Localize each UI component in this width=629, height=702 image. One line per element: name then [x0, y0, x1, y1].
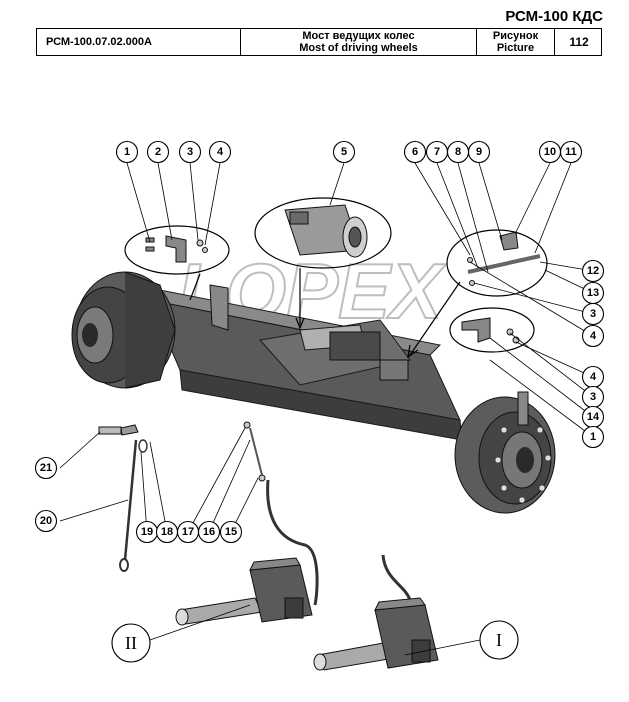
picture-label-en: Picture — [496, 42, 535, 54]
callout-3-right-label: 3 — [590, 308, 596, 320]
picture-number: 112 — [569, 35, 589, 49]
part-code: РСМ-100.07.02.000А — [37, 29, 241, 55]
left-wheel-hub — [71, 271, 176, 389]
callout-4-label: 4 — [217, 146, 224, 158]
brake-cylinder-ii — [175, 557, 313, 626]
washer-part — [138, 439, 148, 453]
callout-1-right — [581, 425, 605, 449]
part-name-en: Most of driving wheels — [299, 42, 418, 54]
view-marker-i — [479, 620, 519, 660]
right-bracket — [517, 391, 529, 426]
callout-5 — [332, 140, 356, 164]
callout-7-label: 7 — [434, 146, 440, 158]
callout-17-label: 17 — [182, 526, 194, 538]
rod-part — [123, 439, 138, 561]
callout-11 — [559, 140, 583, 164]
callout-6-label: 6 — [412, 146, 418, 158]
callout-12-label: 12 — [587, 265, 599, 277]
view-marker-i-label: I — [496, 630, 502, 650]
brake-cylinder-i — [313, 597, 439, 671]
callouts — [34, 140, 605, 663]
left-bracket — [209, 284, 229, 331]
clip-parts — [243, 421, 266, 482]
part-name-ru: Мост ведущих колес — [302, 30, 415, 42]
picture-label: Рисунок Picture — [477, 29, 555, 55]
callout-15 — [219, 520, 243, 544]
callout-3-right — [581, 302, 605, 326]
callout-14-label: 14 — [587, 411, 600, 423]
detail-bubble-linkage — [446, 229, 548, 297]
right-wheel-hub — [454, 396, 556, 514]
callout-2 — [146, 140, 170, 164]
callout-11-label: 11 — [565, 146, 577, 158]
callout-19-label: 19 — [141, 526, 153, 538]
picture-label-ru: Рисунок — [492, 30, 539, 42]
callout-1 — [115, 140, 139, 164]
document-brand: РСМ-100 КДС — [505, 8, 603, 25]
callout-3-label: 3 — [187, 146, 193, 158]
callout-1-right-label: 1 — [590, 431, 596, 443]
callout-13-label: 13 — [587, 287, 599, 299]
callout-20 — [34, 509, 58, 533]
bubble-pointer-lines — [189, 268, 461, 359]
callout-6 — [403, 140, 427, 164]
callout-16-label: 16 — [203, 526, 215, 538]
callout-1-label: 1 — [124, 146, 130, 158]
callout-2-label: 2 — [155, 146, 161, 158]
callout-9 — [467, 140, 491, 164]
callout-9-label: 9 — [476, 146, 482, 158]
callout-4-right — [581, 324, 605, 348]
pin-part — [98, 424, 139, 436]
callout-10-label: 10 — [544, 146, 556, 158]
view-marker-ii-label: II — [125, 633, 137, 653]
left-bubble-parts — [145, 235, 208, 263]
callout-21 — [34, 456, 58, 480]
callout-4-right-label: 4 — [590, 330, 597, 342]
callout-20-label: 20 — [40, 515, 52, 527]
detail-bubble-motor — [254, 197, 392, 269]
callout-4-lower-label: 4 — [590, 371, 597, 383]
callout-12 — [581, 259, 605, 283]
right-bubble-parts — [461, 317, 520, 344]
detail-bubble-left — [124, 225, 230, 275]
title-block: РСМ-100.07.02.000А Мост ведущих колес Mo… — [36, 28, 602, 56]
callout-3 — [178, 140, 202, 164]
hydraulic-motor — [284, 204, 368, 258]
detail-bubble-right — [449, 307, 535, 353]
leader-lines — [59, 162, 594, 656]
part-name: Мост ведущих колес Most of driving wheel… — [241, 29, 477, 55]
linkage-parts — [467, 231, 541, 286]
callout-15-label: 15 — [225, 526, 237, 538]
callout-5-label: 5 — [341, 146, 347, 158]
callout-16 — [197, 520, 221, 544]
callout-4 — [208, 140, 232, 164]
view-marker-ii — [111, 623, 151, 663]
callout-3-lower-label: 3 — [590, 391, 596, 403]
callout-21-label: 21 — [40, 462, 52, 474]
callout-8-label: 8 — [455, 146, 461, 158]
callout-18-label: 18 — [161, 526, 173, 538]
